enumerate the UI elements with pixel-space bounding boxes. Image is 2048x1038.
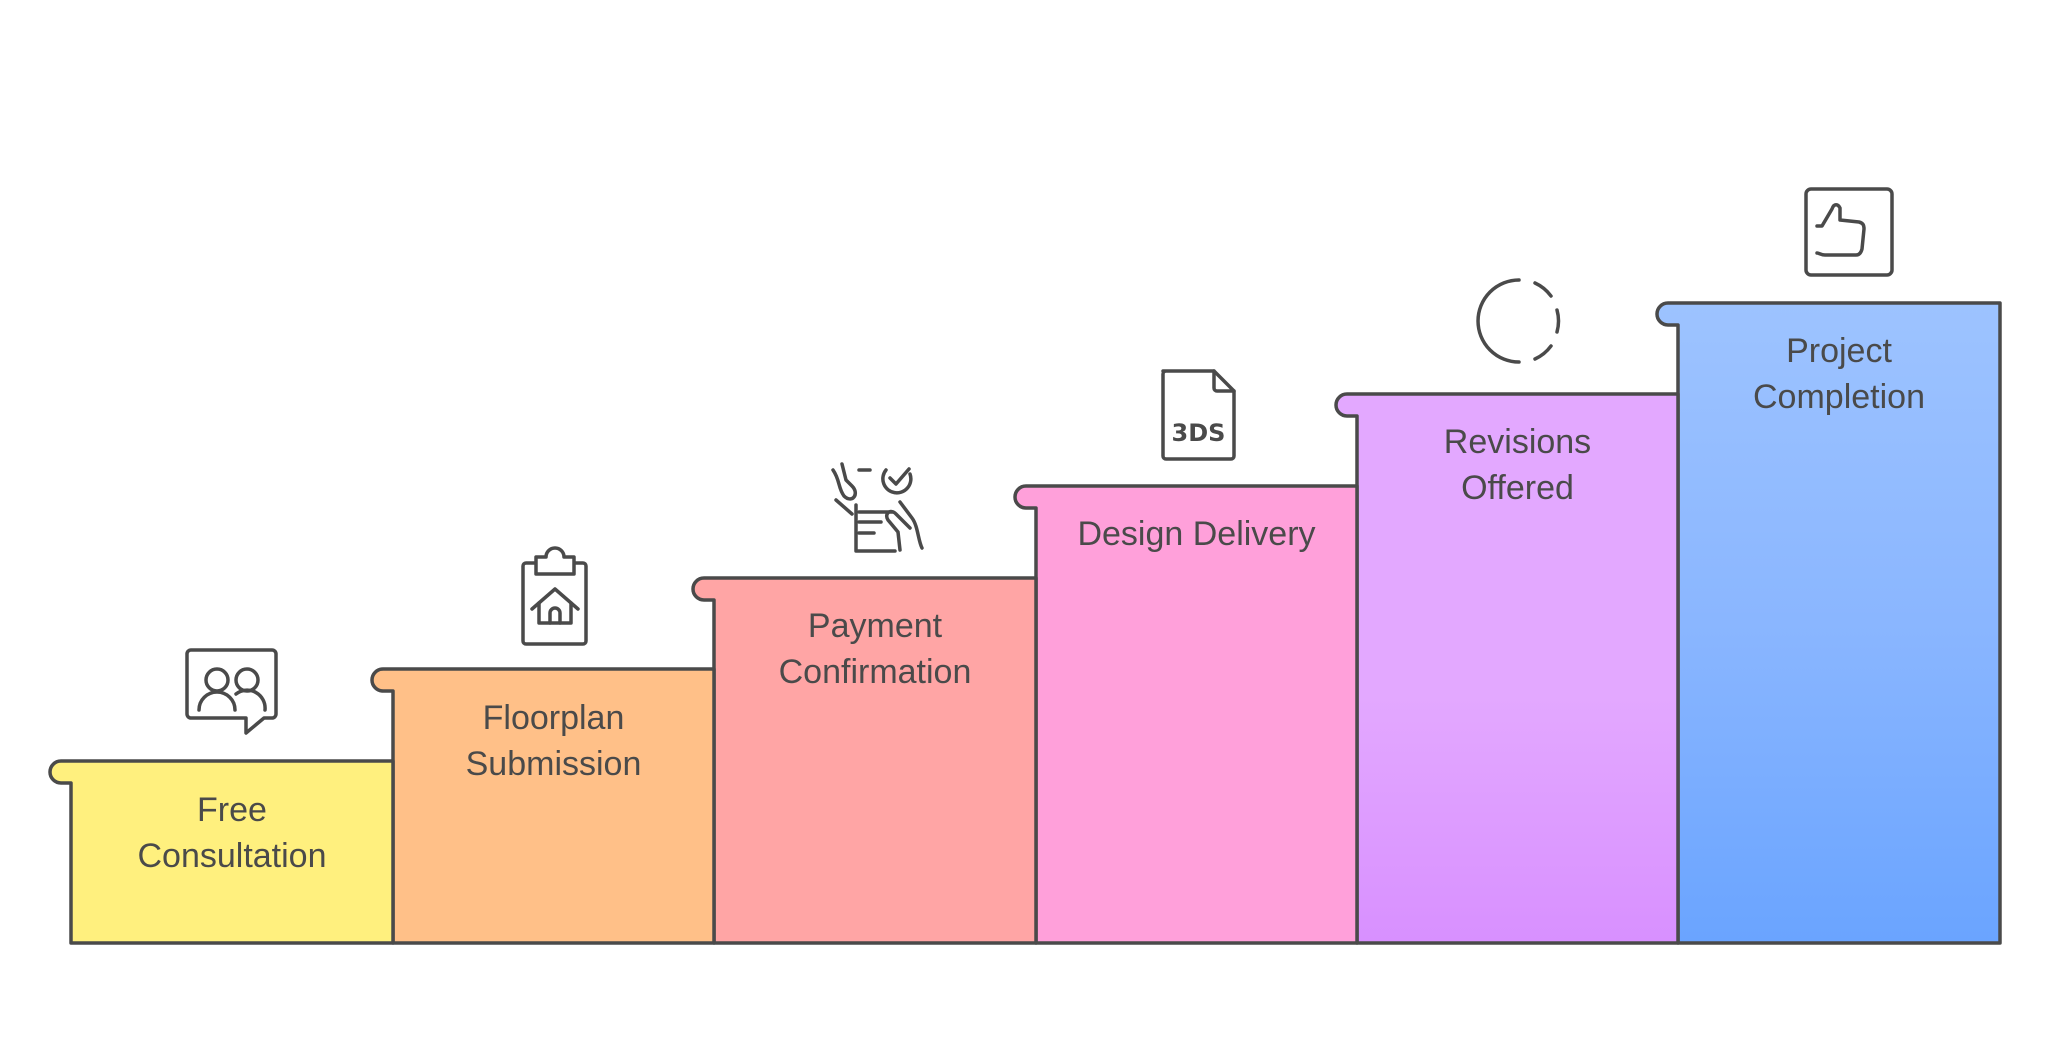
step-project-completion bbox=[1655, 301, 2002, 945]
label-line: Submission bbox=[465, 745, 642, 783]
dashed-circle-icon bbox=[1476, 278, 1561, 364]
thumbs-up-icon bbox=[1804, 187, 1894, 277]
step-floorplan-submission bbox=[370, 667, 716, 945]
label-design-delivery: Design Delivery bbox=[1036, 511, 1357, 557]
consultation-chat-icon bbox=[185, 648, 278, 735]
label-line: Offered bbox=[1461, 469, 1574, 507]
label-project-completion: Project Completion bbox=[1678, 328, 2000, 420]
label-line: Confirmation bbox=[778, 653, 972, 691]
file-icon-text: 3DS bbox=[1172, 419, 1226, 447]
label-line: Consultation bbox=[137, 837, 327, 875]
3ds-file-icon: 3DS bbox=[1161, 369, 1236, 461]
label-line: Revisions bbox=[1443, 423, 1592, 461]
document-check-hands-icon bbox=[831, 462, 924, 553]
label-free-consultation: Free Consultation bbox=[71, 787, 393, 879]
label-revisions-offered: Revisions Offered bbox=[1357, 419, 1678, 511]
clipboard-house-icon bbox=[521, 546, 588, 646]
step-revisions-offered bbox=[1334, 392, 1680, 945]
label-floorplan-submission: Floorplan Submission bbox=[393, 695, 714, 787]
step-payment-confirmation bbox=[691, 576, 1038, 945]
label-line: Floorplan bbox=[482, 699, 625, 737]
step-free-consultation bbox=[48, 759, 395, 945]
label-line: Project bbox=[1786, 332, 1892, 370]
label-payment-confirmation: Payment Confirmation bbox=[714, 603, 1036, 695]
label-line: Completion bbox=[1753, 378, 1925, 416]
label-line: Free bbox=[197, 791, 267, 829]
step-design-delivery bbox=[1013, 484, 1359, 945]
label-line: Design Delivery bbox=[1077, 515, 1316, 553]
label-line: Payment bbox=[807, 607, 943, 645]
